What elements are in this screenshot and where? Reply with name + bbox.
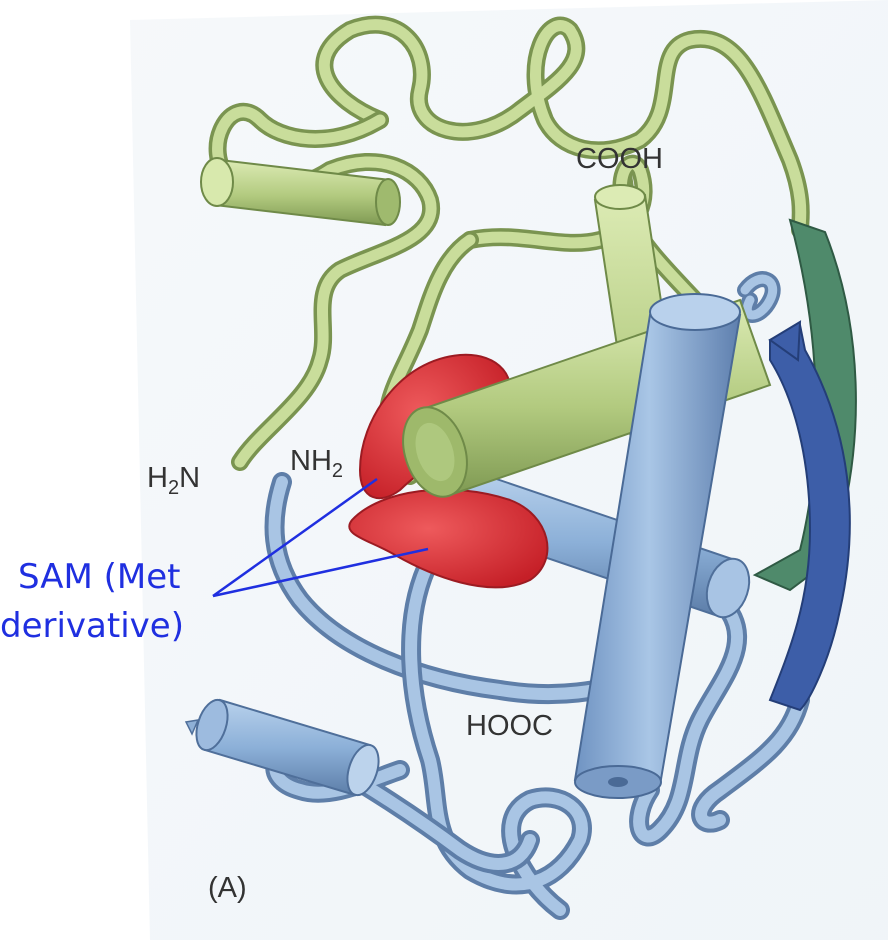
panel-label: (A) [208, 872, 247, 904]
nh2-label-subscript: 2 [332, 460, 343, 482]
cooh-label: COOH [576, 143, 663, 175]
annotation-line-2: derivative) [0, 606, 184, 646]
annotation-line-1: SAM (Met [18, 557, 180, 597]
h2n-label-tail: N [179, 462, 200, 494]
nh2-label-main: NH [290, 445, 332, 477]
h2n-label-subscript: 2 [168, 477, 179, 499]
hooc-label: HOOC [466, 710, 553, 742]
h2n-label-main: H [147, 462, 168, 494]
